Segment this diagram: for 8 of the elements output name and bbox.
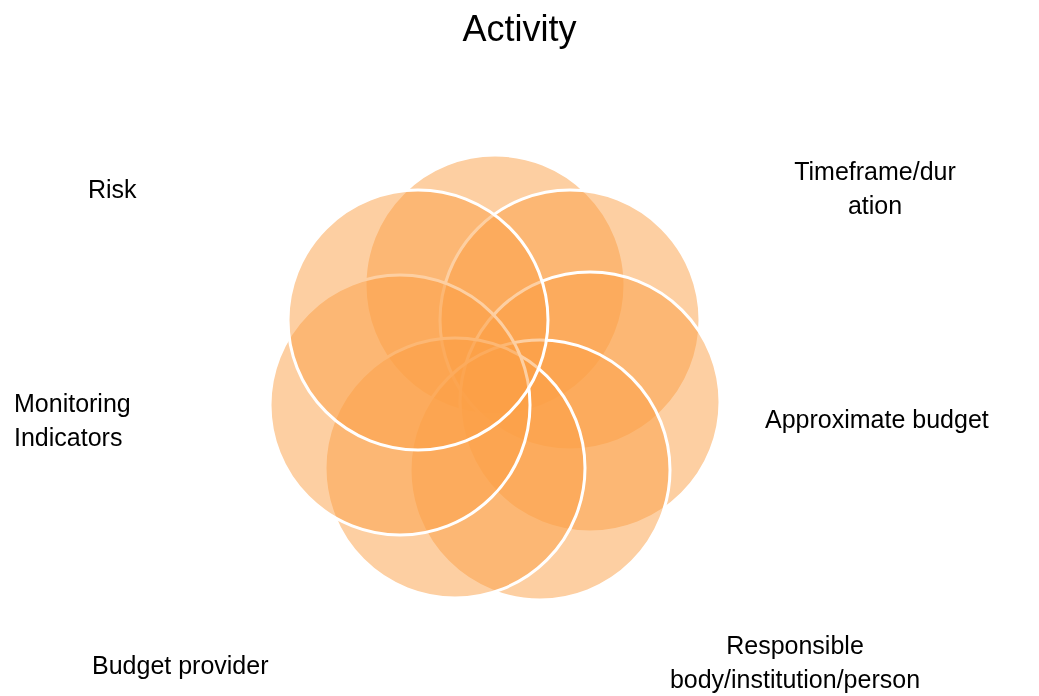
category-label: Timeframe/dur ation bbox=[793, 156, 957, 221]
category-label: Responsible body/institution/person bbox=[668, 630, 922, 695]
category-label: Monitoring Indicators bbox=[14, 388, 132, 453]
category-label: Approximate budget bbox=[765, 404, 990, 435]
category-label: Budget provider bbox=[92, 650, 270, 681]
category-label: Risk bbox=[88, 174, 138, 205]
diagram-title: Activity bbox=[461, 8, 578, 50]
overlapping-circle bbox=[286, 188, 550, 452]
